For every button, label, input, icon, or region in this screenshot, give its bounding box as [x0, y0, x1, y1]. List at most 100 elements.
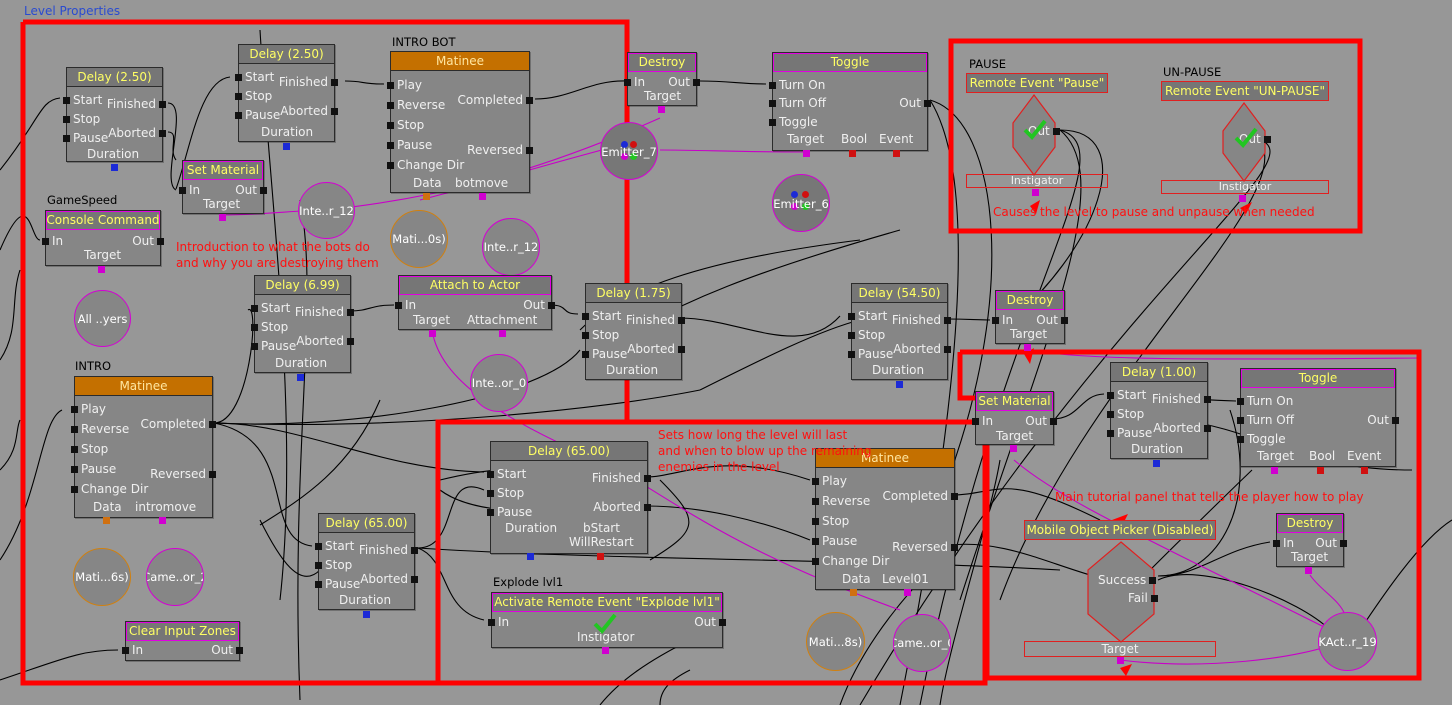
- reversed-output-pin[interactable]: Reversed: [892, 540, 958, 554]
- target-variable-pin[interactable]: [1271, 467, 1278, 474]
- set-material-node-b[interactable]: Set Material In Out Target: [975, 391, 1054, 452]
- change-dir-input-pin[interactable]: Change Dir: [71, 482, 148, 496]
- destroy-node-mid[interactable]: Destroy In Out Target: [992, 290, 1065, 351]
- target-variable-pin[interactable]: [1010, 445, 1017, 452]
- aborted-output-pin[interactable]: Aborted: [893, 342, 951, 356]
- duration-variable-pin[interactable]: [297, 374, 304, 381]
- finished-output-pin[interactable]: Finished: [107, 97, 166, 111]
- duration-variable-pin[interactable]: [1153, 460, 1160, 467]
- stop-input-pin[interactable]: Stop: [63, 112, 100, 126]
- reversed-output-pin[interactable]: Reversed: [150, 467, 216, 481]
- instigator-variable-pin[interactable]: [1032, 189, 1039, 196]
- delay-node-699[interactable]: Delay (6.99) Start Stop Pause Finished A…: [251, 275, 354, 381]
- in-input-pin[interactable]: In: [624, 75, 645, 89]
- start-input-pin[interactable]: Start: [848, 309, 887, 323]
- finished-output-pin[interactable]: Finished: [359, 543, 418, 557]
- target-variable-pin[interactable]: [803, 150, 810, 157]
- duration-variable-pin[interactable]: [363, 611, 370, 618]
- out-output-pin[interactable]: Out: [668, 75, 700, 89]
- toggle-node-right[interactable]: Toggle Turn On Turn Off Toggle Out Targe…: [1237, 368, 1399, 474]
- duration-variable-pin[interactable]: [527, 553, 534, 560]
- turn-on-input-pin[interactable]: Turn On: [1237, 394, 1293, 408]
- turn-on-input-pin[interactable]: Turn On: [769, 78, 825, 92]
- console-command-node[interactable]: Console Command In Out Target: [42, 210, 164, 273]
- object-variable-came-or2[interactable]: Came..or_2: [146, 548, 204, 606]
- data-variable-pin[interactable]: [423, 193, 430, 200]
- finished-output-pin[interactable]: Finished: [295, 305, 354, 319]
- pause-input-pin[interactable]: Pause: [63, 131, 108, 145]
- start-input-pin[interactable]: Start: [63, 93, 102, 107]
- stop-input-pin[interactable]: Stop: [387, 118, 424, 132]
- out-output-pin[interactable]: Out: [1367, 413, 1399, 427]
- turn-off-input-pin[interactable]: Turn Off: [1237, 413, 1294, 427]
- duration-variable-pin[interactable]: [283, 143, 290, 150]
- pause-input-pin[interactable]: Pause: [315, 577, 360, 591]
- delay-node-250-left[interactable]: Delay (2.50) Start Stop Pause Finished A…: [63, 67, 166, 171]
- object-variable-inte-r12-botmove[interactable]: Inte..r_12: [482, 218, 540, 276]
- object-variable-came-or0[interactable]: Came..or_0: [893, 614, 951, 672]
- object-variable-inte-or0[interactable]: Inte..or_0: [470, 354, 528, 412]
- stop-input-pin[interactable]: Stop: [848, 328, 885, 342]
- target-variable-pin[interactable]: [658, 106, 665, 113]
- in-input-pin[interactable]: In: [1273, 536, 1294, 550]
- emitter-7-variable[interactable]: Emitter_7: [600, 122, 658, 180]
- pause-input-pin[interactable]: Pause: [235, 108, 280, 122]
- toggle-input-pin[interactable]: Toggle: [769, 115, 818, 129]
- aborted-output-pin[interactable]: Aborted: [108, 126, 166, 140]
- data-variable-pin[interactable]: [850, 589, 857, 596]
- emitter-6-variable[interactable]: Emitter_6: [772, 174, 830, 232]
- finished-output-pin[interactable]: Finished: [1152, 392, 1211, 406]
- play-input-pin[interactable]: Play: [387, 78, 422, 92]
- duration-variable-pin[interactable]: [896, 381, 903, 388]
- instigator-variable-pin[interactable]: [1239, 195, 1246, 202]
- in-input-pin[interactable]: In: [395, 298, 416, 312]
- play-input-pin[interactable]: Play: [812, 474, 847, 488]
- matinee-data-variable-intro[interactable]: Mati...6s): [73, 548, 131, 606]
- delay-node-100[interactable]: Delay (1.00) Start Stop Pause Finished A…: [1107, 362, 1211, 467]
- aborted-output-pin[interactable]: Aborted: [280, 104, 338, 118]
- clear-input-zones-node[interactable]: Clear Input Zones In Out: [125, 621, 240, 661]
- out-output-pin[interactable]: Out: [523, 298, 555, 312]
- matinee-node-intro-bot[interactable]: Matinee Play Reverse Stop Pause Change D…: [387, 51, 530, 200]
- activate-remote-event-node[interactable]: Activate Remote Event "Explode lvl1" In …: [488, 592, 723, 654]
- destroy-node-top[interactable]: Destroy In Out Target: [624, 52, 700, 113]
- completed-output-pin[interactable]: Completed: [141, 417, 216, 431]
- start-input-pin[interactable]: Start: [315, 539, 354, 553]
- completed-output-pin[interactable]: Completed: [883, 489, 958, 503]
- stop-input-pin[interactable]: Stop: [487, 486, 524, 500]
- toggle-node-top[interactable]: Toggle Turn On Turn Off Toggle Out Targe…: [769, 52, 931, 157]
- stop-input-pin[interactable]: Stop: [812, 514, 849, 528]
- stop-input-pin[interactable]: Stop: [315, 558, 352, 572]
- out-output-pin[interactable]: Out: [899, 96, 931, 110]
- intromove-variable-pin[interactable]: [159, 517, 166, 524]
- in-input-pin[interactable]: In: [992, 313, 1013, 327]
- pause-input-pin[interactable]: Pause: [71, 462, 116, 476]
- target-variable-pin[interactable]: [1117, 657, 1124, 664]
- delay-node-250-top[interactable]: Delay (2.50) Start Stop Pause Finished A…: [235, 44, 338, 150]
- aborted-output-pin[interactable]: Aborted: [360, 572, 418, 586]
- pause-input-pin[interactable]: Pause: [848, 347, 893, 361]
- bool-variable-pin[interactable]: [849, 150, 856, 157]
- set-material-node-a[interactable]: Set Material In Out Target: [182, 160, 264, 221]
- in-input-pin[interactable]: In: [488, 615, 509, 629]
- in-input-pin[interactable]: In: [122, 643, 143, 657]
- reverse-input-pin[interactable]: Reverse: [387, 98, 445, 112]
- remote-event-pause-node[interactable]: Remote Event "Pause" Out Instigator: [966, 73, 1108, 197]
- toggle-input-pin[interactable]: Toggle: [1237, 432, 1286, 446]
- in-input-pin[interactable]: In: [42, 234, 63, 248]
- start-input-pin[interactable]: Start: [251, 301, 290, 315]
- start-input-pin[interactable]: Start: [487, 467, 526, 481]
- target-variable-pin[interactable]: [429, 330, 436, 337]
- level01-variable-pin[interactable]: [904, 589, 911, 596]
- stop-input-pin[interactable]: Stop: [71, 442, 108, 456]
- stop-input-pin[interactable]: Stop: [235, 89, 272, 103]
- pause-input-pin[interactable]: Pause: [251, 339, 296, 353]
- out-output-pin[interactable]: Out: [132, 234, 164, 248]
- start-input-pin[interactable]: Start: [1107, 388, 1146, 402]
- success-output-pin[interactable]: Success: [1098, 573, 1156, 587]
- out-output-pin[interactable]: Out: [211, 643, 243, 657]
- aborted-output-pin[interactable]: Aborted: [1153, 421, 1211, 435]
- bstart-variable-pin[interactable]: [597, 553, 604, 560]
- finished-output-pin[interactable]: Finished: [592, 471, 651, 485]
- delay-node-6500-center[interactable]: Delay (65.00) Start Stop Pause Finished …: [487, 441, 651, 560]
